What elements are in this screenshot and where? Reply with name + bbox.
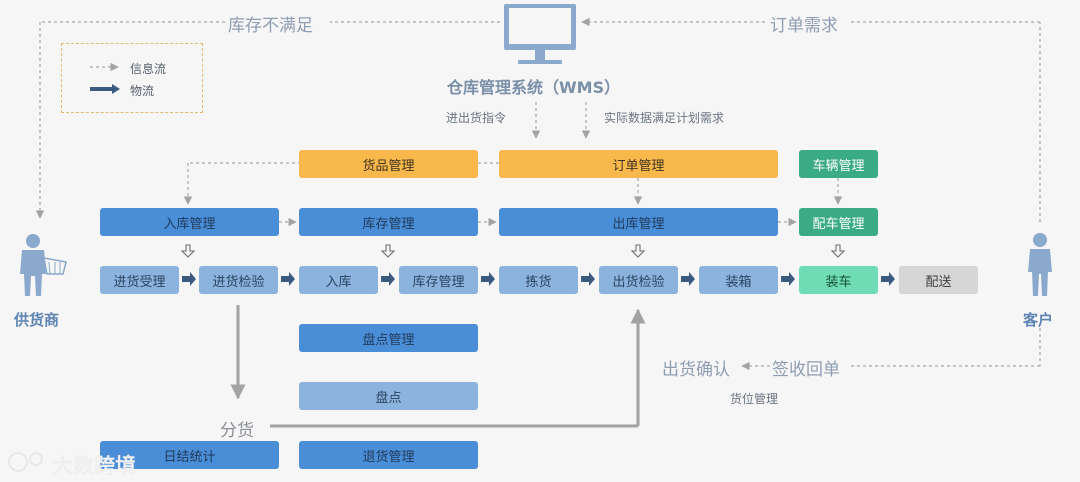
role-customer: 客户 [1023, 311, 1054, 329]
watermark-text: 大数跨境 [52, 454, 136, 478]
label-inventory-short: 库存不满足 [228, 16, 313, 36]
label-order-demand: 订单需求 [770, 16, 838, 36]
return-flow [230, 305, 646, 428]
module-return-mgmt[interactable]: 退货管理 [299, 441, 478, 469]
step-loading[interactable]: 装车 [799, 266, 878, 294]
step-outbound-inspection[interactable]: 出货检验 [599, 266, 678, 294]
module-stocktake[interactable]: 盘点 [299, 382, 478, 410]
step-picking[interactable]: 拣货 [499, 266, 578, 294]
step-packing[interactable]: 装箱 [699, 266, 778, 294]
module-inbound-mgmt[interactable]: 入库管理 [100, 208, 279, 236]
label-inbound-command: 进出货指令 [446, 111, 507, 125]
module-order-mgmt[interactable]: 订单管理 [499, 150, 778, 178]
material-flow-arrows [182, 272, 895, 286]
label-distribute: 分货 [220, 421, 254, 441]
diagram-title: 仓库管理系统（WMS） [447, 78, 621, 97]
monitor-icon [504, 4, 576, 64]
legend-info-flow: 信息流 [130, 62, 167, 76]
module-goods-mgmt[interactable]: 货品管理 [299, 150, 478, 178]
module-stocktake-mgmt[interactable]: 盘点管理 [299, 324, 478, 352]
info-flow-receipt [741, 328, 1041, 371]
label-location-mgmt: 货位管理 [730, 392, 779, 406]
module-outbound-mgmt[interactable]: 出库管理 [499, 208, 778, 236]
watermark-logo-icon [8, 452, 43, 472]
step-inbound-inspection[interactable]: 进货检验 [199, 266, 278, 294]
supplier-icon [20, 234, 67, 296]
info-flow-order-demand [581, 17, 1041, 222]
module-dispatch-mgmt[interactable]: 配车管理 [799, 208, 878, 236]
module-daily-stats[interactable]: 日结统计 [100, 441, 279, 469]
step-delivery[interactable]: 配送 [899, 266, 978, 294]
module-vehicle-mgmt[interactable]: 车辆管理 [799, 150, 878, 178]
info-flow-commands [531, 102, 591, 139]
label-actual-data: 实际数据满足计划需求 [604, 111, 725, 125]
legend: 信息流 物流 [61, 43, 203, 113]
hollow-down-arrows [180, 244, 846, 258]
info-flow-order-to-inbound [183, 162, 499, 205]
role-supplier: 供货商 [14, 311, 60, 329]
legend-lines [90, 62, 120, 94]
step-putaway[interactable]: 入库 [299, 266, 378, 294]
label-sign-receipt: 签收回单 [772, 360, 840, 380]
label-ship-confirm: 出货确认 [662, 360, 730, 380]
legend-material-flow: 物流 [130, 84, 155, 98]
step-receive-order[interactable]: 进货受理 [100, 266, 179, 294]
step-stock-mgmt[interactable]: 库存管理 [399, 266, 478, 294]
info-flow-inventory-short [35, 21, 500, 219]
customer-icon [1028, 233, 1052, 296]
module-stock-mgmt[interactable]: 库存管理 [299, 208, 478, 236]
